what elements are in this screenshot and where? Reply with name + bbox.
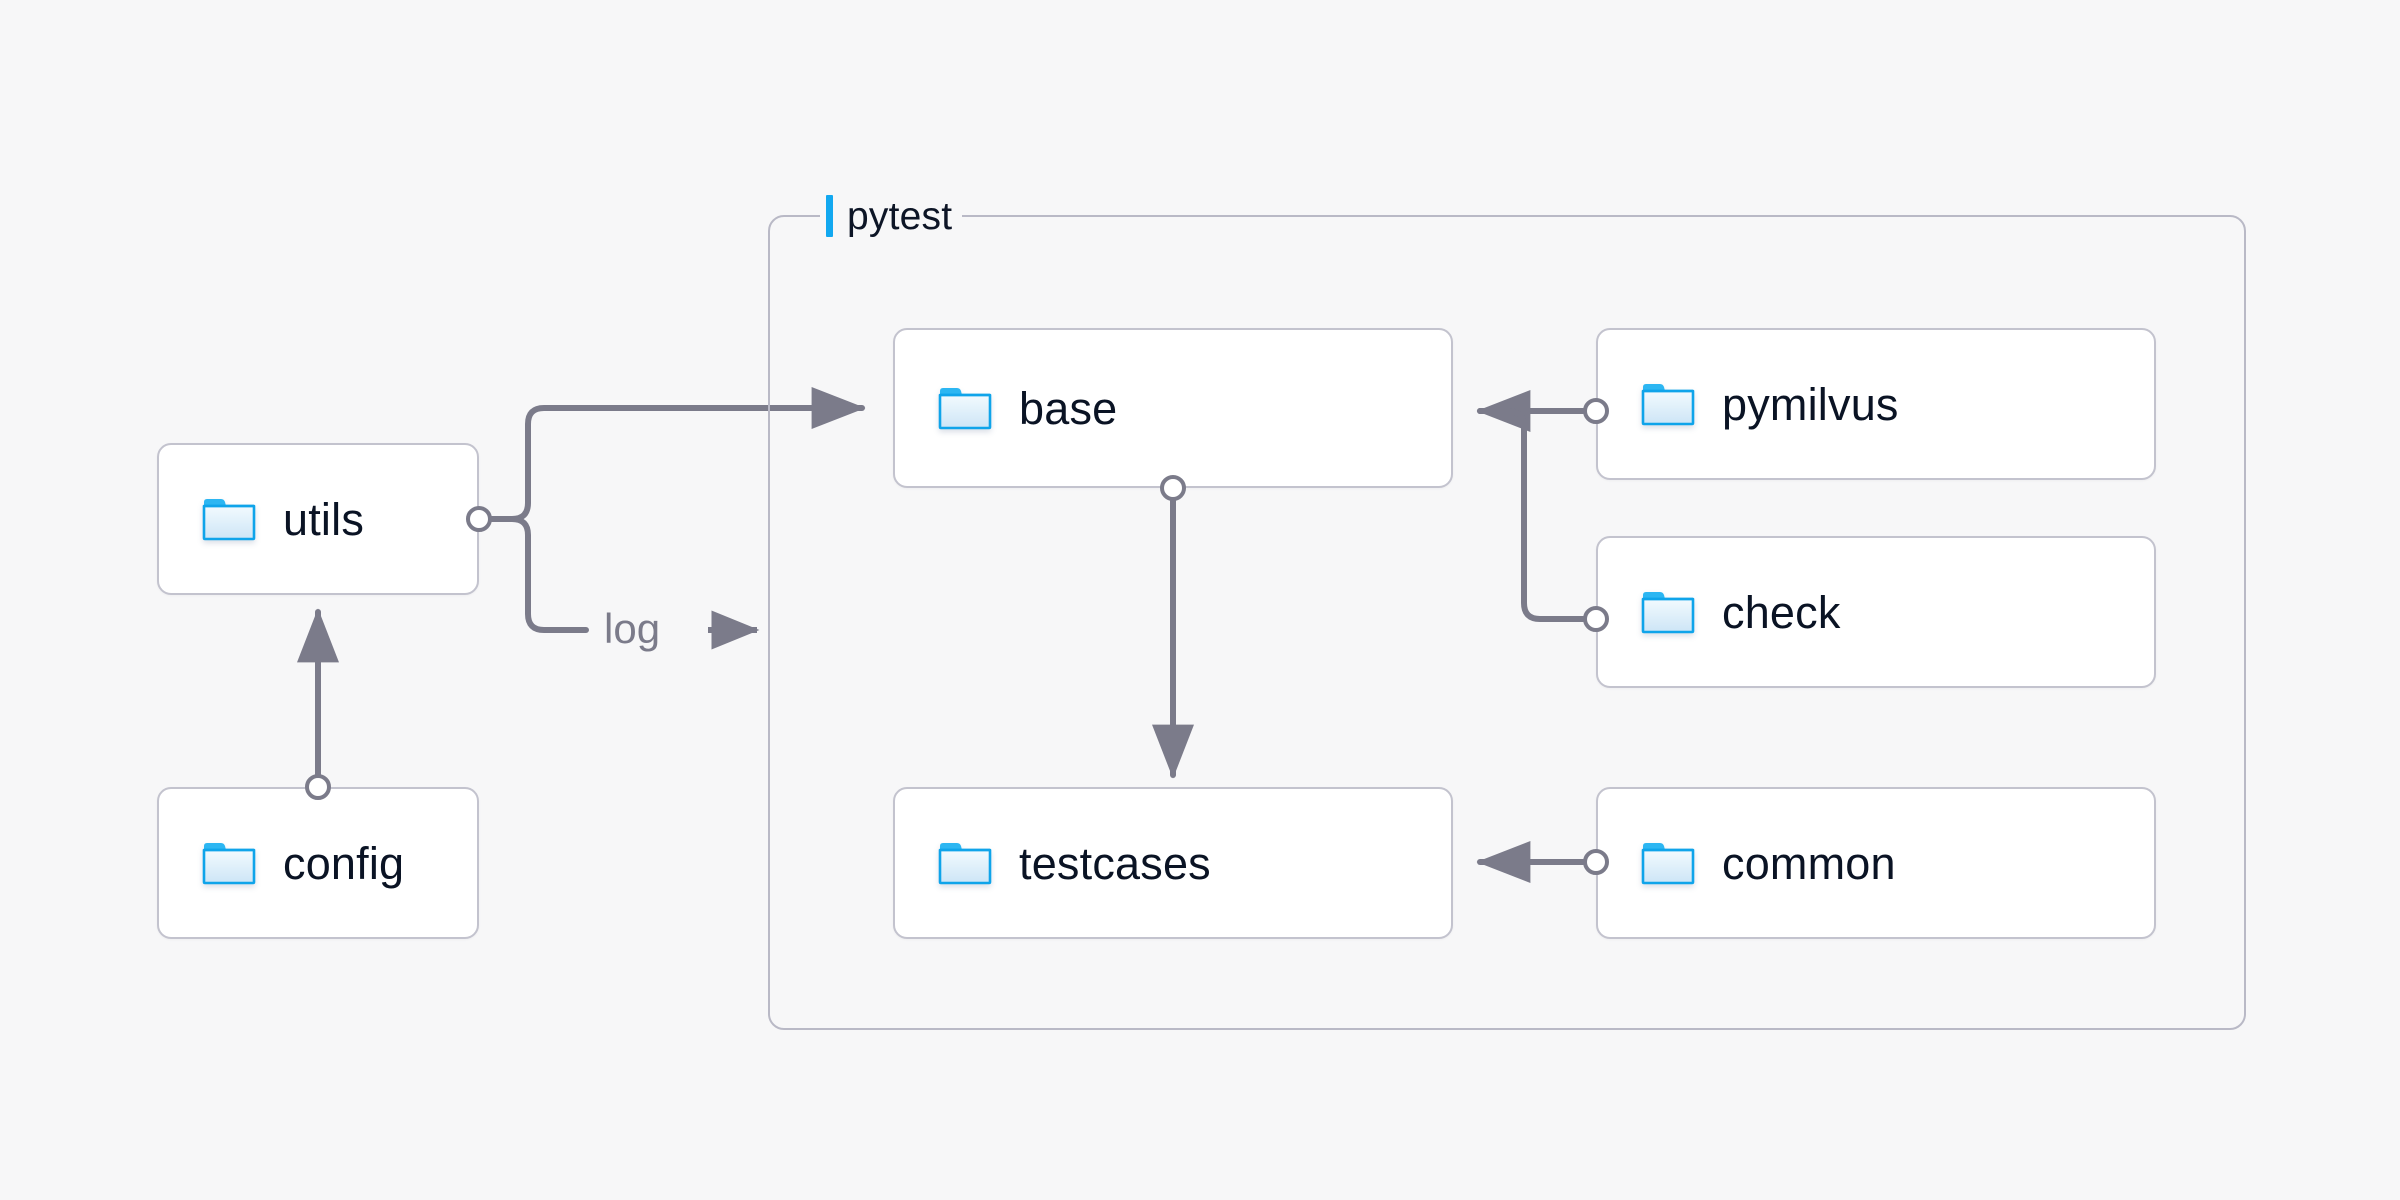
group-accent-bar	[826, 195, 833, 237]
node-common[interactable]: common	[1596, 787, 2156, 939]
node-label: testcases	[1019, 837, 1211, 889]
folder-icon	[1641, 592, 1695, 634]
node-utils[interactable]: utils	[157, 443, 479, 595]
node-label: pymilvus	[1722, 378, 1899, 430]
node-label: utils	[283, 493, 365, 545]
node-label: base	[1019, 382, 1118, 434]
port-check-left[interactable]	[1583, 606, 1609, 632]
node-base[interactable]: base	[893, 328, 1453, 488]
group-pytest-label: pytest	[820, 190, 963, 242]
node-testcases[interactable]: testcases	[893, 787, 1453, 939]
folder-icon	[1641, 843, 1695, 885]
port-base-bottom[interactable]	[1160, 475, 1186, 501]
folder-icon	[202, 499, 256, 541]
port-utils-right[interactable]	[466, 506, 492, 532]
group-label-text: pytest	[847, 194, 953, 238]
node-check[interactable]: check	[1596, 536, 2156, 688]
node-label: common	[1722, 837, 1896, 889]
node-pymilvus[interactable]: pymilvus	[1596, 328, 2156, 480]
node-config[interactable]: config	[157, 787, 479, 939]
group-pytest[interactable]	[768, 215, 2246, 1030]
folder-icon	[202, 843, 256, 885]
folder-icon	[1641, 384, 1695, 426]
node-label: check	[1722, 586, 1841, 638]
port-common-left[interactable]	[1583, 849, 1609, 875]
folder-icon	[938, 388, 992, 430]
port-pymilvus-left[interactable]	[1583, 398, 1609, 424]
folder-icon	[938, 843, 992, 885]
port-config-top[interactable]	[305, 774, 331, 800]
edge-label-log: log	[600, 608, 665, 650]
node-label: config	[283, 837, 405, 889]
